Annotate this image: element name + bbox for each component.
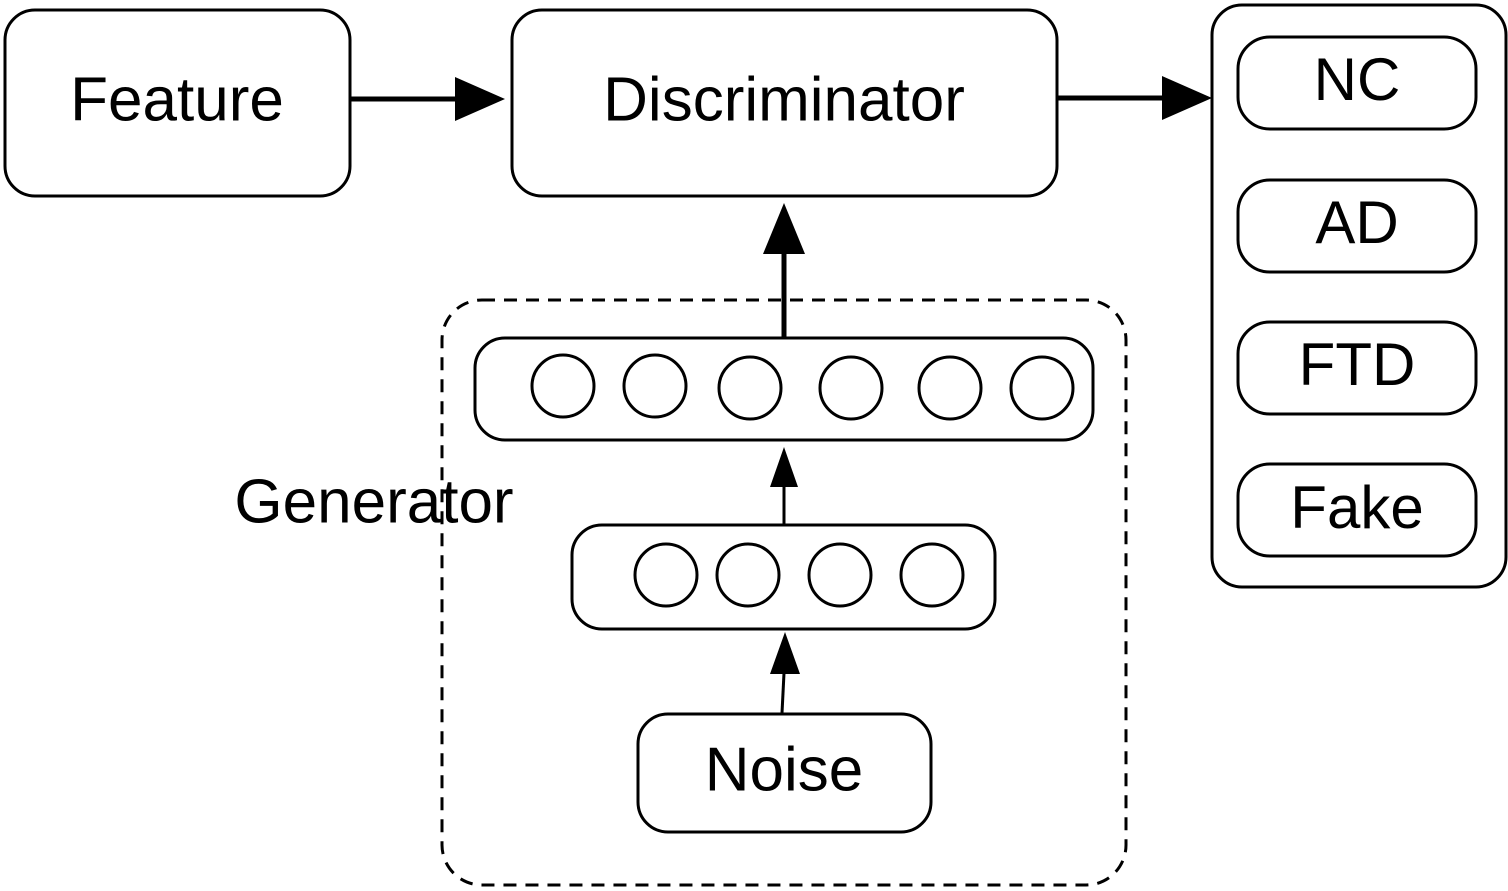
output-class-ad: AD bbox=[1236, 178, 1478, 274]
output-class-nc: NC bbox=[1236, 35, 1478, 131]
noise-label: Noise bbox=[705, 735, 864, 804]
output-class-ftd: FTD bbox=[1236, 320, 1478, 416]
discriminator-node: Discriminator bbox=[510, 8, 1059, 198]
neuron-unit bbox=[917, 355, 983, 421]
output-class-label: Fake bbox=[1290, 474, 1423, 541]
output-class-fake: Fake bbox=[1236, 462, 1478, 558]
generator-hidden-layer bbox=[570, 523, 997, 631]
output-classes-container bbox=[1210, 3, 1508, 589]
discriminator-label: Discriminator bbox=[603, 65, 965, 134]
arrow-discriminator-to-outputs bbox=[1058, 76, 1212, 120]
neuron-unit bbox=[1009, 355, 1075, 421]
neuron-unit bbox=[633, 542, 699, 608]
neuron-unit bbox=[807, 542, 873, 608]
arrow-feature-to-discriminator bbox=[350, 77, 505, 121]
arrow-noise-to-hidden-layer bbox=[770, 632, 800, 714]
noise-node: Noise bbox=[636, 712, 933, 834]
feature-label: Feature bbox=[70, 65, 284, 134]
neuron-unit bbox=[899, 542, 965, 608]
neuron-unit bbox=[622, 353, 688, 419]
neuron-unit bbox=[530, 353, 596, 419]
neuron-unit bbox=[715, 542, 781, 608]
neuron-unit bbox=[818, 355, 884, 421]
arrow-hidden-to-output-layer bbox=[770, 447, 798, 524]
output-class-label: NC bbox=[1314, 46, 1401, 113]
generator-output-layer bbox=[473, 336, 1095, 442]
neuron-unit bbox=[717, 355, 783, 421]
feature-node: Feature bbox=[3, 8, 352, 198]
arrow-generator-to-discriminator bbox=[763, 203, 805, 337]
generator-label: Generator bbox=[234, 467, 513, 536]
output-class-label: FTD bbox=[1299, 331, 1416, 398]
output-class-label: AD bbox=[1315, 189, 1398, 256]
